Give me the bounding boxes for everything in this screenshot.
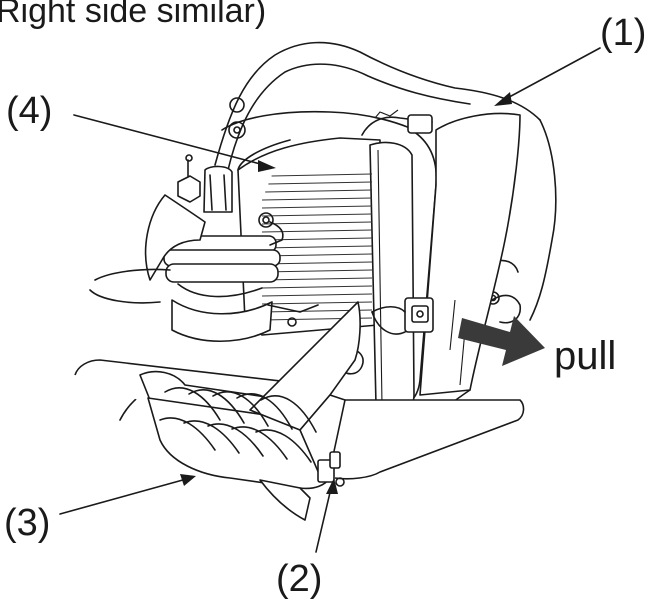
- radiator-fin: [265, 189, 373, 193]
- leader-lines: [59, 47, 601, 553]
- guard-slat: [236, 393, 293, 430]
- radiator-fin: [261, 293, 373, 297]
- leader-4: [73, 114, 269, 167]
- radiator-fin: [261, 229, 373, 233]
- leader-4-arrowhead: [258, 160, 276, 172]
- leader-2: [315, 483, 333, 553]
- guard-slat: [255, 429, 312, 463]
- guard-slat: [159, 417, 216, 451]
- callout-2-label: (2): [276, 558, 323, 600]
- guard-slat: [260, 395, 317, 433]
- radiator-fin: [261, 197, 373, 201]
- guard-slat: [164, 387, 221, 421]
- leader-2-arrowhead: [326, 478, 338, 494]
- radiator-fin: [261, 237, 373, 241]
- radiator-fin: [261, 277, 373, 281]
- callout-3-label: (3): [4, 502, 51, 544]
- radiator-fin: [268, 181, 373, 185]
- guard-slat: [207, 423, 264, 457]
- guard-slat: [231, 426, 288, 460]
- caption-text: Right side similar): [0, 0, 267, 30]
- radiator-fin: [261, 245, 373, 249]
- shock-absorber: [144, 154, 281, 342]
- leader-1-arrowhead: [494, 92, 512, 106]
- lower-guard: [74, 301, 525, 521]
- radiator-fin: [261, 285, 373, 289]
- leader-3-arrowhead: [180, 474, 196, 486]
- leader-3: [59, 477, 191, 515]
- callout-4-label: (4): [6, 90, 53, 132]
- radiator-fin: [271, 173, 373, 177]
- radiator-fin: [261, 205, 373, 209]
- guard-slat: [183, 420, 240, 454]
- pull-arrow-icon: [458, 316, 545, 366]
- radiator-fin: [261, 261, 373, 265]
- radiator-fin: [261, 269, 373, 273]
- fastener: [371, 297, 434, 335]
- callout-1-label: (1): [600, 12, 647, 54]
- pin-bolt: [335, 477, 345, 487]
- radiator-fin: [261, 301, 373, 305]
- guard-slat: [188, 389, 245, 424]
- radiator-fin: [261, 221, 373, 225]
- radiator-fin: [261, 213, 373, 217]
- pull-direction-label: pull: [554, 334, 617, 378]
- guard-slat: [212, 391, 269, 427]
- guard-slats: [159, 387, 317, 463]
- leader-1: [499, 47, 601, 103]
